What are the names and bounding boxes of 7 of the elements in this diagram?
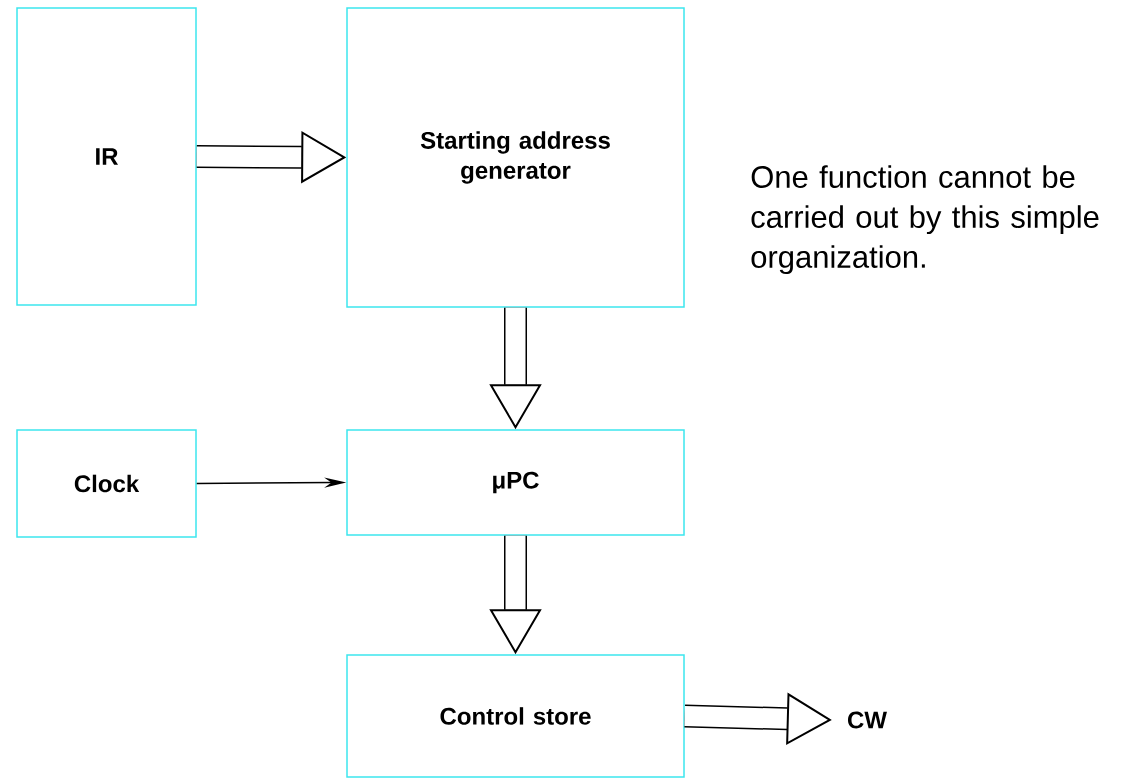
block-box: Control store [346,654,685,778]
block-box: Starting address generator [346,7,685,308]
note-text: One function cannot be carried out by this simple organization. [751,165,1099,275]
output-label: CW [848,711,887,729]
block-box: Clock [16,429,197,538]
block-box: IR [16,7,197,306]
block-box: μPC [346,429,685,536]
